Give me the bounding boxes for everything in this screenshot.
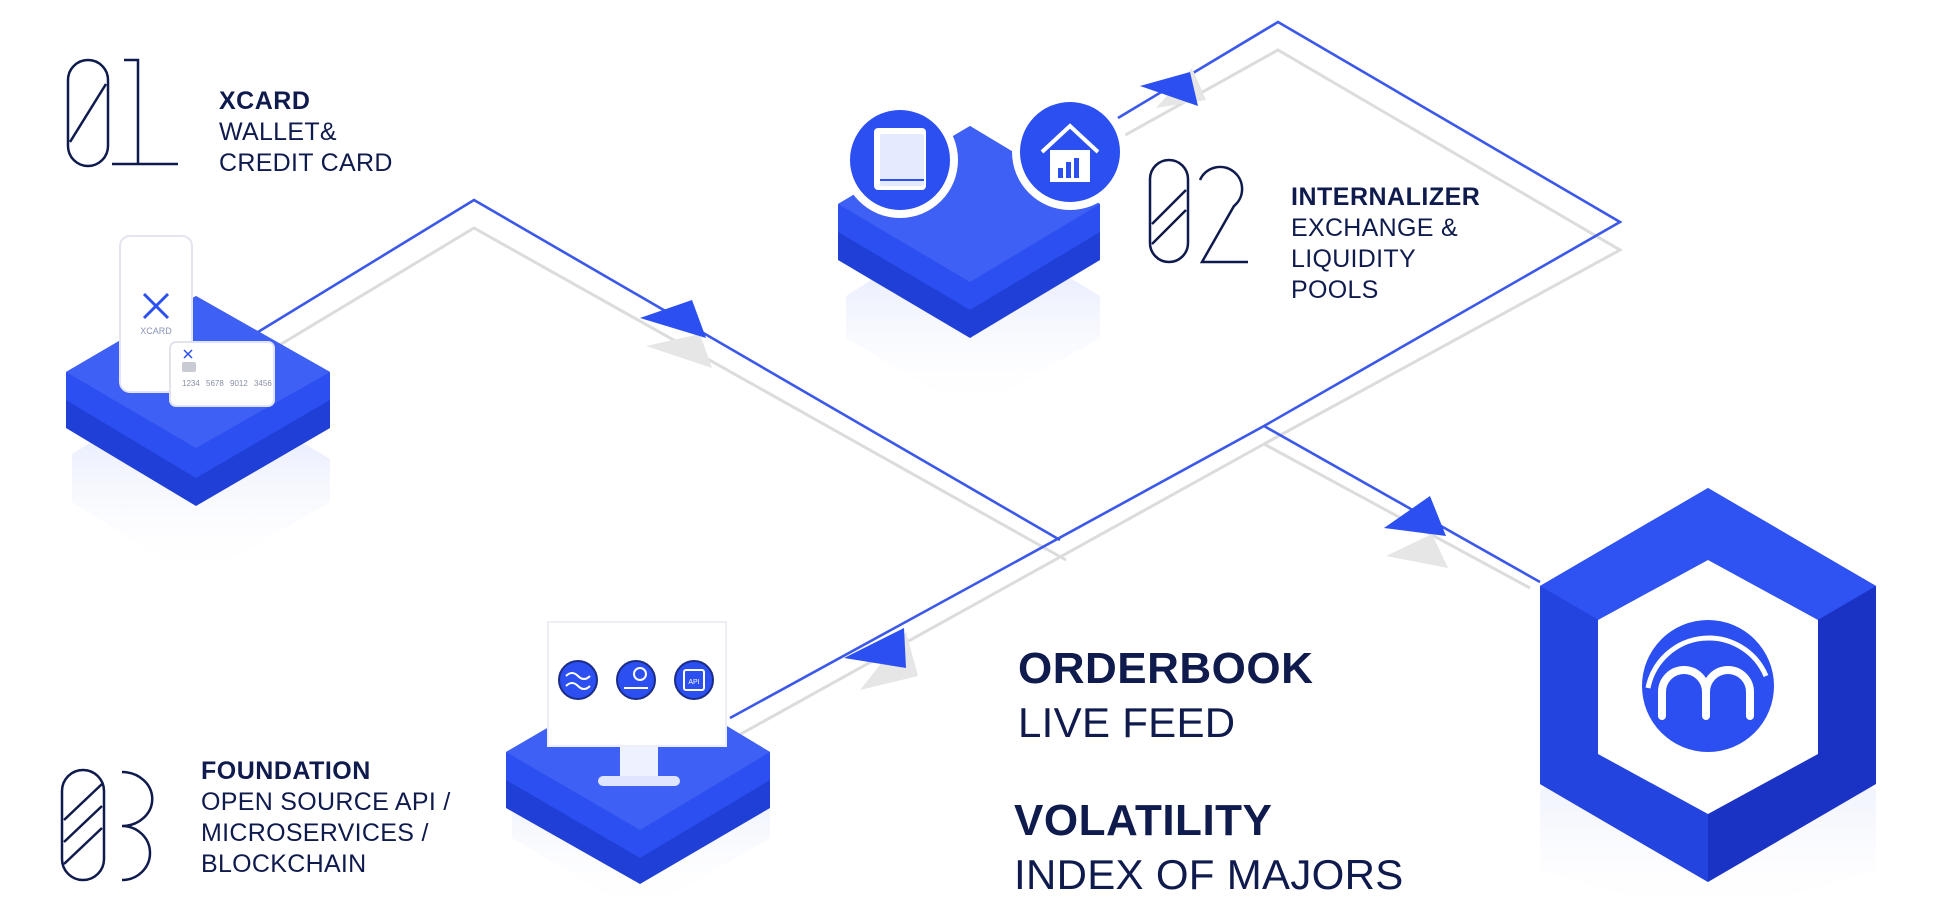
api-chip-icon: API [674,660,714,700]
step-02-line-1: EXCHANGE & [1291,214,1458,242]
step-03-line-1: OPEN SOURCE API / [201,788,451,816]
digit-zero-outline [1148,158,1190,264]
step-03-line-3: BLOCKCHAIN [201,850,367,878]
digit-three-path [121,770,154,882]
hub-hexagon [1540,488,1876,920]
platform-xcard: XCARD 1234 5678 9012 3456 [66,235,330,580]
platform-internalizer [838,94,1128,412]
flow-shadow-c [1263,442,1531,590]
digit-zero-slash-b [63,805,103,843]
flow-line-card-to-orderbook [257,198,1061,542]
ledger-book-icon [842,102,958,218]
step-number-01 [66,58,178,168]
digit-zero-outline [66,58,110,168]
flow-arrow-1 [640,300,706,338]
flow-lines [257,20,1623,720]
flow-shadow-lines [257,48,1624,742]
step-02-line-2: LIQUIDITY [1291,245,1416,273]
step-03-line-2: MICROSERVICES / [201,819,429,847]
microservice-cloud-icon [616,660,656,700]
step-01-line-2: CREDIT CARD [219,149,393,177]
flow-arrow-2 [844,628,906,668]
volatility-subtitle: INDEX OF MAJORS [1014,851,1404,898]
flow-shadow-a [257,226,1067,562]
step-03-title: FOUNDATION [201,757,371,785]
step-01-title: XCARD [219,87,311,115]
step-01-label: XCARD WALLET& CREDIT CARD [219,86,393,179]
m-logo-icon [1642,620,1774,752]
arrow-shadow-4 [1386,534,1448,568]
digit-zero-slash-b [1151,209,1187,245]
svg-text:API: API [688,679,699,686]
flow-arrow-3 [1140,72,1198,106]
credit-card-icon: 1234 5678 9012 3456 [169,341,275,407]
orderbook-title: ORDERBOOK [1018,644,1314,693]
digit-two-path [1198,165,1248,264]
digit-zero-slash-a [1151,189,1187,225]
monitor-screen: API [547,621,727,786]
digit-one-stem [124,58,140,164]
volatility-label: VOLATILITY INDEX OF MAJORS [1014,794,1404,902]
step-02-line-3: POOLS [1291,276,1379,304]
digit-zero-outline [60,768,106,882]
exchange-house-icon [1012,94,1128,210]
digit-zero-slash-c [63,827,103,865]
step-number-03 [60,768,154,882]
card-number-4: 3456 [254,379,272,388]
orderbook-subtitle: LIVE FEED [1018,699,1236,746]
card-number-2: 5678 [206,379,224,388]
flow-shadow-b [729,48,1624,742]
flow-arrow-4 [1384,496,1446,536]
card-number-3: 9012 [230,379,248,388]
phone-brand-text: XCARD [140,326,172,336]
flow-line-to-hub [1263,424,1541,584]
arrow-shadow-1 [646,334,712,368]
orderbook-label: ORDERBOOK LIVE FEED [1018,642,1313,750]
flow-arrows [640,72,1446,668]
step-number-02 [1148,158,1248,264]
digit-zero-slash-a [63,783,103,821]
digit-zero-slash [68,83,108,143]
step-02-title: INTERNALIZER [1291,183,1481,211]
platform-foundation: API [506,621,770,914]
step-03-label: FOUNDATION OPEN SOURCE API / MICROSERVIC… [201,756,451,880]
flow-line-foundation-to-internalizer [729,20,1623,720]
blockchain-link-icon [558,660,598,700]
card-number-1: 1234 [182,379,200,388]
volatility-title: VOLATILITY [1014,796,1273,845]
step-02-label: INTERNALIZER EXCHANGE & LIQUIDITY POOLS [1291,182,1480,306]
step-01-line-1: WALLET& [219,118,337,146]
